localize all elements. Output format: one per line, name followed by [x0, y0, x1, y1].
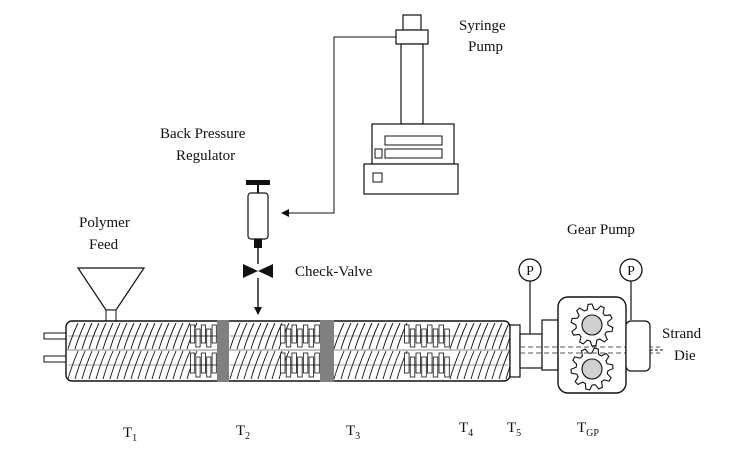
kneading-disc	[195, 328, 201, 348]
kneading-disc	[427, 324, 433, 344]
kneading-disc	[297, 328, 303, 348]
kneading-disc	[415, 324, 421, 344]
check-valve-label: Check-Valve	[295, 264, 373, 280]
kneading-disc	[409, 328, 416, 348]
screw-flight	[505, 322, 510, 350]
gauge-label-outlet: P	[627, 264, 635, 279]
syringe-pump-label-line2: Pump	[468, 39, 503, 55]
kneading-disc	[409, 356, 416, 378]
zone-label-tgp: TGP	[577, 420, 599, 439]
pump-display	[384, 135, 443, 146]
kneading-disc	[211, 324, 217, 344]
kneading-disc	[291, 352, 297, 374]
gauge-label-inlet: P	[526, 264, 534, 279]
kneading-disc	[421, 328, 427, 348]
kneading-disc	[415, 352, 421, 374]
pressure-gauge-outlet: P	[619, 258, 643, 320]
pump-button	[374, 148, 383, 159]
kneading-disc	[444, 356, 450, 378]
gear-hub	[581, 314, 603, 336]
drive-shaft-upper	[43, 332, 67, 340]
bpr-label-line1: Back Pressure	[160, 126, 246, 142]
kneading-disc	[302, 352, 309, 374]
pump-switch	[372, 172, 383, 183]
syringe-pump	[363, 14, 459, 195]
strand-die	[625, 320, 651, 372]
kneading-disc	[308, 328, 314, 348]
strand-die-label-line1: Strand	[662, 326, 702, 342]
extruder	[43, 320, 543, 382]
kneading-disc	[211, 352, 217, 374]
kneading-disc	[404, 324, 410, 344]
kneading-disc	[297, 356, 303, 378]
feed-hopper	[76, 267, 146, 311]
mixing-band-2	[320, 320, 334, 382]
kneading-disc	[190, 352, 196, 374]
polymer-feed-label-line2: Feed	[89, 237, 119, 253]
pump-inlet-block	[541, 319, 559, 371]
mixing-band-1	[217, 320, 229, 382]
kneading-disc	[195, 356, 201, 378]
zone-label-t4: T4	[459, 420, 473, 439]
check-valve	[243, 248, 273, 315]
syringe-fitting	[395, 29, 429, 45]
pressure-gauge-inlet: P	[518, 258, 542, 334]
kneading-disc	[444, 328, 450, 348]
back-pressure-regulator	[246, 180, 270, 248]
zone-label-t3: T3	[346, 423, 360, 442]
kneading-disc	[302, 324, 309, 344]
valve-bowtie-icon	[243, 264, 273, 278]
kneading-disc	[291, 324, 297, 344]
drive-shaft-lower	[43, 355, 67, 363]
kneading-disc	[421, 356, 427, 378]
adapter	[519, 333, 543, 369]
bpr-body	[247, 192, 269, 240]
kneading-disc	[280, 352, 286, 374]
gear-pump-label: Gear Pump	[567, 222, 635, 238]
twin-screws	[66, 322, 510, 380]
kneading-disc	[190, 324, 196, 344]
kneading-disc	[280, 324, 286, 344]
kneading-disc	[206, 328, 212, 348]
kneading-disc	[314, 324, 320, 344]
kneading-disc	[314, 352, 320, 374]
zone-label-t2: T2	[236, 423, 250, 442]
kneading-disc	[200, 352, 206, 374]
bpr-outlet	[254, 239, 262, 248]
hopper-throat	[105, 309, 117, 322]
kneading-disc	[285, 328, 292, 348]
zone-label-t5: T5	[507, 420, 521, 439]
kneading-disc	[438, 352, 444, 374]
strand-die-label-line2: Die	[674, 348, 696, 364]
kneading-disc	[427, 352, 433, 374]
kneading-disc	[308, 356, 314, 378]
bpr-label-line2: Regulator	[176, 148, 235, 164]
kneading-disc	[432, 328, 439, 348]
barrel-end-flange	[509, 324, 521, 378]
syringe-barrel	[400, 43, 424, 125]
feed-tubing	[281, 36, 396, 217]
syringe-tip	[402, 14, 422, 31]
kneading-disc	[404, 352, 410, 374]
kneading-disc	[438, 324, 444, 344]
gear-hub	[581, 358, 603, 380]
gear-pair	[570, 303, 614, 391]
bpr-knob	[246, 180, 270, 185]
polymer-feed-label-line1: Polymer	[79, 215, 130, 231]
kneading-disc	[432, 356, 439, 378]
gear-pump	[520, 296, 660, 394]
zone-label-t1: T1	[123, 425, 137, 444]
kneading-disc	[200, 324, 206, 344]
syringe-pump-label-line1: Syringe	[459, 18, 506, 34]
pump-slot	[384, 148, 443, 159]
kneading-disc	[285, 356, 292, 378]
screw-flight	[505, 350, 510, 380]
kneading-disc	[206, 356, 212, 378]
